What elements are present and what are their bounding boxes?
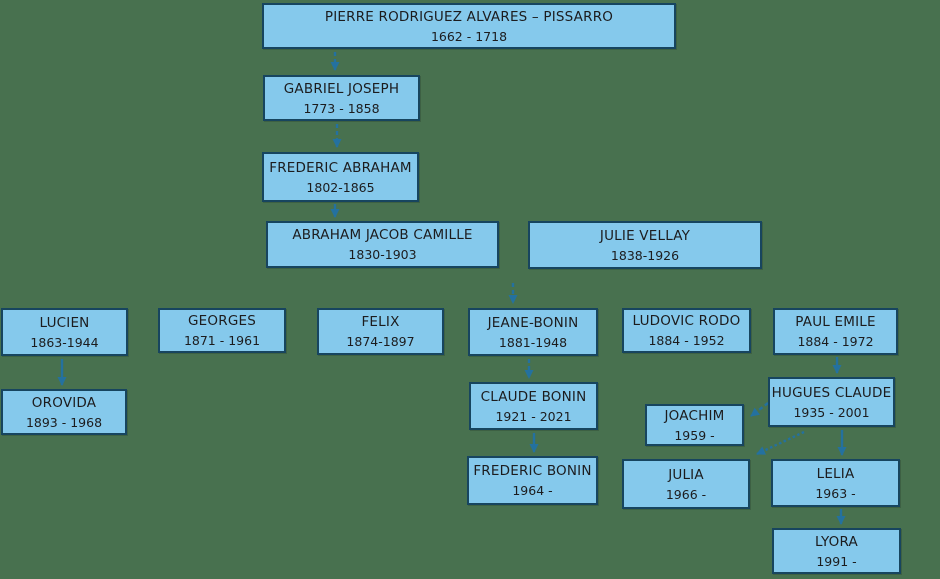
person-name: FELIX [361, 314, 400, 330]
person-name: PAUL EMILE [795, 314, 876, 330]
person-name: JOACHIM [664, 407, 725, 424]
tree-node-ludovic-rodo: LUDOVIC RODO 1884 - 1952 [622, 308, 751, 353]
person-dates: 1959 - [674, 427, 715, 443]
tree-node-paul-emile: PAUL EMILE 1884 - 1972 [773, 308, 898, 355]
person-dates: 1966 - [665, 486, 707, 502]
person-name: LUDOVIC RODO [632, 313, 741, 329]
person-name: JULIA [668, 466, 704, 483]
person-name: CLAUDE BONIN [480, 388, 587, 405]
person-name: GEORGES [188, 313, 256, 329]
tree-node-joachim: JOACHIM 1959 - [645, 404, 744, 446]
person-dates: 1874-1897 [346, 334, 415, 349]
person-name: OROVIDA [31, 394, 97, 411]
tree-node-lyora: LYORA 1991 - [772, 528, 901, 574]
person-dates: 1863-1944 [30, 334, 99, 350]
connector-arrow-hugues-claude-to-julia [756, 430, 805, 456]
tree-node-hugues-claude: HUGUES CLAUDE 1935 - 2001 [768, 377, 895, 427]
person-dates: 1802-1865 [306, 179, 375, 195]
connector-arrow-hugues-claude-to-joachim [750, 402, 769, 417]
person-name: LELIA [816, 465, 855, 482]
person-name: FREDERIC ABRAHAM [269, 159, 412, 176]
tree-node-orovida: OROVIDA 1893 - 1968 [1, 389, 127, 435]
person-dates: 1881-1948 [498, 334, 568, 350]
tree-node-frederic-abraham: FREDERIC ABRAHAM 1802-1865 [262, 152, 419, 202]
person-dates: 1935 - 2001 [793, 404, 870, 420]
tree-node-jeane-bonin: JEANE-BONIN 1881-1948 [468, 308, 598, 356]
tree-node-pierre: PIERRE RODRIGUEZ ALVARES – PISSARRO 1662 … [262, 3, 676, 49]
person-name: HUGUES CLAUDE [771, 384, 892, 401]
tree-node-gabriel: GABRIEL JOSEPH 1773 - 1858 [263, 75, 420, 121]
person-name: GABRIEL JOSEPH [283, 80, 400, 97]
person-dates: 1884 - 1972 [797, 334, 874, 349]
tree-node-lelia: LELIA 1963 - [771, 459, 900, 507]
person-dates: 1871 - 1961 [183, 333, 261, 348]
person-dates: 1893 - 1968 [25, 414, 103, 430]
tree-node-lucien: LUCIEN 1863-1944 [1, 308, 128, 356]
person-name: LUCIEN [39, 314, 90, 331]
person-name: LYORA [815, 533, 858, 550]
person-dates: 1964 - [512, 483, 553, 498]
person-dates: 1921 - 2021 [495, 408, 572, 424]
person-dates: 1830-1903 [348, 247, 417, 262]
person-name: JULIE VELLAY [599, 227, 691, 244]
person-dates: 1838-1926 [610, 247, 680, 263]
tree-node-frederic-bonin: FREDERIC BONIN 1964 - [467, 456, 598, 505]
tree-node-claude-bonin: CLAUDE BONIN 1921 - 2021 [469, 382, 598, 430]
person-dates: 1991 - [816, 553, 857, 569]
person-dates: 1773 - 1858 [303, 100, 380, 116]
person-dates: 1963 - [815, 485, 856, 501]
tree-node-felix: FELIX 1874-1897 [317, 308, 444, 355]
tree-node-julia: JULIA 1966 - [622, 459, 750, 509]
person-dates: 1662 - 1718 [430, 28, 508, 44]
person-name: FREDERIC BONIN [473, 463, 592, 479]
person-name: PIERRE RODRIGUEZ ALVARES – PISSARRO [324, 8, 614, 25]
tree-node-julie-vellay: JULIE VELLAY 1838-1926 [528, 221, 762, 269]
person-name: ABRAHAM JACOB CAMILLE [292, 227, 473, 243]
tree-node-georges: GEORGES 1871 - 1961 [158, 308, 286, 353]
tree-node-abraham-jacob: ABRAHAM JACOB CAMILLE 1830-1903 [266, 221, 499, 268]
person-name: JEANE-BONIN [487, 314, 579, 331]
person-dates: 1884 - 1952 [648, 333, 725, 348]
